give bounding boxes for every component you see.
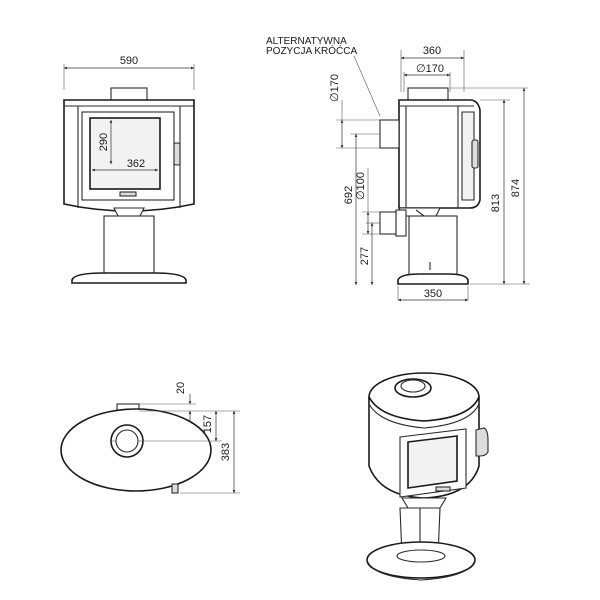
perspective-view <box>366 372 489 581</box>
dimension-290-label: 290 <box>98 133 110 151</box>
side-view: ALTERNATYWNA POZYCJA KRÓĆCA 360 ∅170 ∅17… <box>266 36 530 302</box>
perspective-glass <box>407 435 458 489</box>
dimension-362-label: 362 <box>127 158 145 170</box>
perspective-handle <box>475 427 489 457</box>
lower-outlet-flange <box>395 209 407 237</box>
dimension-350-label: 350 <box>424 288 442 300</box>
annotation-line-1: ALTERNATYWNA <box>266 36 347 47</box>
dimension-874-label: 874 <box>510 179 522 197</box>
annotation-leader <box>353 55 381 117</box>
side-door-edge <box>461 111 475 201</box>
side-base <box>397 273 469 285</box>
logo-plate <box>119 191 137 197</box>
dimension-20-label: 20 <box>175 382 187 394</box>
flue-collar <box>110 87 148 101</box>
dimension-692-label: 692 <box>343 186 355 204</box>
dimension-157-label: 157 <box>202 415 214 433</box>
top-view-handle <box>171 483 179 494</box>
side-handle <box>471 139 479 169</box>
side-column <box>408 215 458 277</box>
base-plate <box>71 272 187 284</box>
glass-window <box>89 117 161 190</box>
perspective-flue-inner <box>400 379 426 393</box>
dimension-590-label: 590 <box>120 55 138 67</box>
dimension-rear-outlet-label: ∅170 <box>329 74 341 102</box>
side-body <box>398 99 481 209</box>
dimension-383-label: 383 <box>220 443 232 461</box>
bottom-bracket <box>113 207 145 217</box>
lower-flue-outlet <box>379 211 397 235</box>
door-handle <box>173 142 181 166</box>
perspective-base <box>366 541 476 579</box>
perspective-logo <box>435 486 451 492</box>
dimension-277-label: 277 <box>359 247 371 265</box>
annotation-line-2: POZYCJA KRÓĆCA <box>266 44 357 57</box>
dimension-360-label: 360 <box>423 45 441 57</box>
top-view: 20 157 383 <box>60 382 240 494</box>
dimension-lower-outlet-label: ∅100 <box>355 172 367 200</box>
front-view: 590 290 362 <box>63 55 195 284</box>
dimension-813-label: 813 <box>490 194 502 212</box>
pedestal-column <box>103 215 155 275</box>
top-view-flue-inner <box>115 429 139 453</box>
top-flue-collar <box>407 87 449 101</box>
dimension-top-outlet-label: ∅170 <box>416 63 444 75</box>
perspective-bracket <box>401 497 447 509</box>
rear-flue-outlet <box>379 119 400 149</box>
